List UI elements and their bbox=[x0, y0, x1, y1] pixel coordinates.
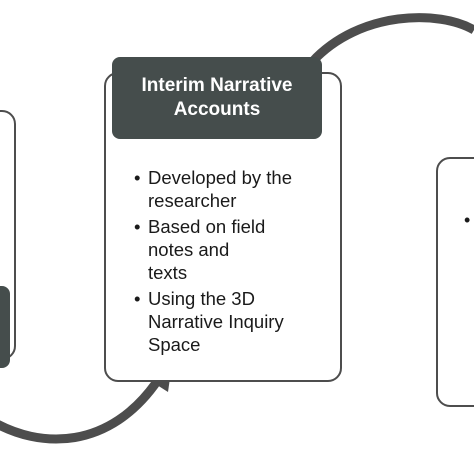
bullet-line: researcher bbox=[148, 190, 237, 211]
arc-connector-bottom bbox=[0, 377, 162, 444]
left-stage-header bbox=[0, 286, 10, 368]
bullet-item: • Developed by the researcher bbox=[134, 166, 334, 212]
bullet-line: Developed by the bbox=[148, 167, 292, 188]
right-stage-card bbox=[436, 157, 474, 407]
bullet-line: Narrative Inquiry bbox=[148, 311, 284, 332]
header-title-line2: Accounts bbox=[173, 99, 261, 120]
header-title-line1: Interim Narrative bbox=[141, 75, 293, 96]
bullet-dot-icon: • bbox=[134, 288, 141, 309]
bullet-item: • Using the 3D Narrative Inquiry Space bbox=[134, 287, 334, 356]
bullet-list: • Developed by the researcher • Based on… bbox=[134, 166, 334, 359]
interim-accounts-header: Interim Narrative Accounts bbox=[112, 57, 322, 139]
bullet-line: texts bbox=[148, 262, 188, 283]
bullet-line: Using the 3D bbox=[148, 288, 255, 309]
right-bullet-dot-icon: • bbox=[464, 210, 471, 230]
arc-connector-top bbox=[308, 13, 474, 66]
bullet-dot-icon: • bbox=[134, 216, 141, 237]
bullet-line: notes and bbox=[148, 239, 230, 260]
bullet-line: Space bbox=[148, 334, 201, 355]
bullet-dot-icon: • bbox=[134, 167, 141, 188]
bullet-item: • Based on field notes and texts bbox=[134, 215, 334, 284]
bullet-line: Based on field bbox=[148, 216, 266, 237]
